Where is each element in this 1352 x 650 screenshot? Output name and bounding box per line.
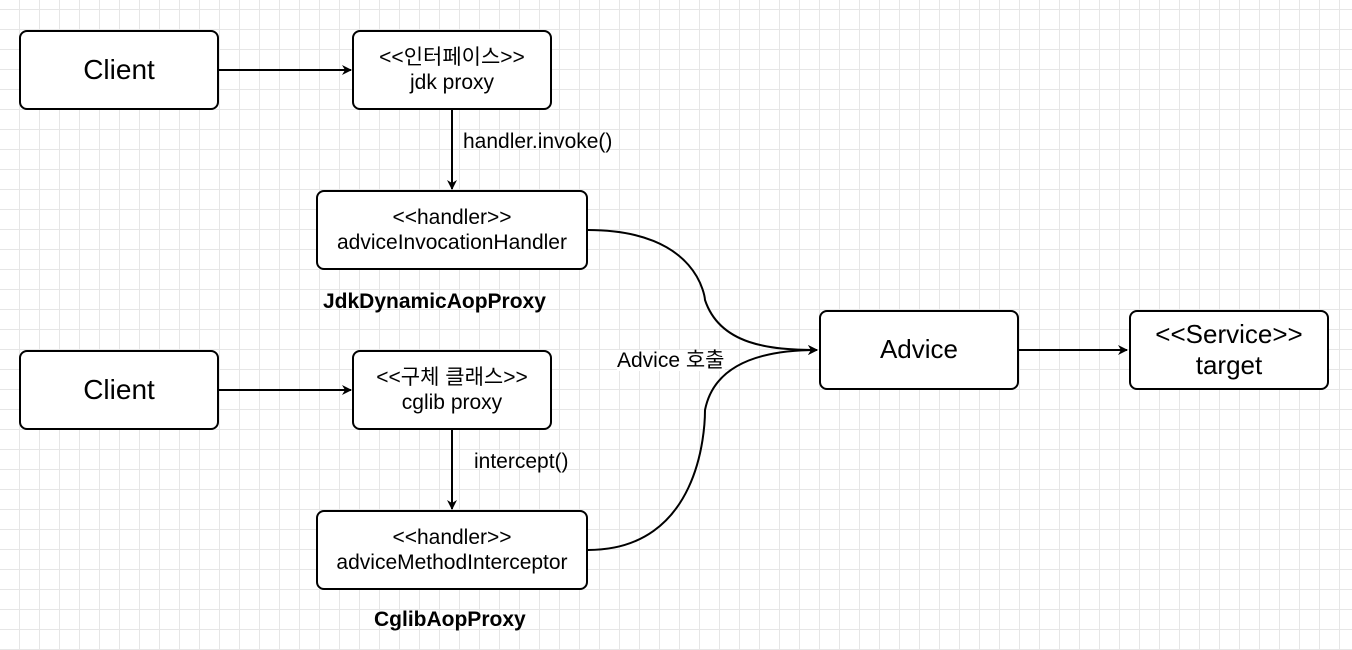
curve-invocation-handler-to-advice xyxy=(587,229,818,355)
cglib-proxy-box: <<구체 클래스>> cglib proxy xyxy=(352,350,552,430)
intercept-label: intercept() xyxy=(474,450,569,473)
advice-box: Advice xyxy=(819,310,1019,390)
cglib-proxy-name: cglib proxy xyxy=(401,391,503,414)
handler-invoke-label: handler.invoke() xyxy=(463,130,613,153)
method-interceptor-stereotype: <<handler>> xyxy=(392,525,512,549)
curve-method-interceptor-to-advice xyxy=(587,345,818,551)
method-interceptor-name: adviceMethodInterceptor xyxy=(336,551,568,574)
target-box: <<Service>> target xyxy=(1129,310,1329,390)
client-box-top: Client xyxy=(19,30,219,110)
cglib-proxy-stereotype: <<구체 클래스>> xyxy=(376,365,528,389)
advice-call-label: Advice 호출 xyxy=(617,349,725,372)
jdk-proxy-stereotype: <<인터페이스>> xyxy=(379,45,525,69)
advice-label: Advice xyxy=(879,334,959,365)
method-interceptor-box: <<handler>> adviceMethodInterceptor xyxy=(316,510,588,590)
jdk-proxy-name: jdk proxy xyxy=(409,71,495,94)
jdk-proxy-box: <<인터페이스>> jdk proxy xyxy=(352,30,552,110)
target-name: target xyxy=(1195,350,1263,380)
invocation-handler-stereotype: <<handler>> xyxy=(392,205,512,229)
client-label: Client xyxy=(83,374,155,406)
invocation-handler-box: <<handler>> adviceInvocationHandler xyxy=(316,190,588,270)
target-stereotype: <<Service>> xyxy=(1155,318,1303,349)
cglib-aop-proxy-caption: CglibAopProxy xyxy=(374,608,526,631)
client-label: Client xyxy=(83,54,155,86)
client-box-bottom: Client xyxy=(19,350,219,430)
jdk-dynamic-aop-proxy-caption: JdkDynamicAopProxy xyxy=(323,290,546,313)
invocation-handler-name: adviceInvocationHandler xyxy=(337,231,567,254)
